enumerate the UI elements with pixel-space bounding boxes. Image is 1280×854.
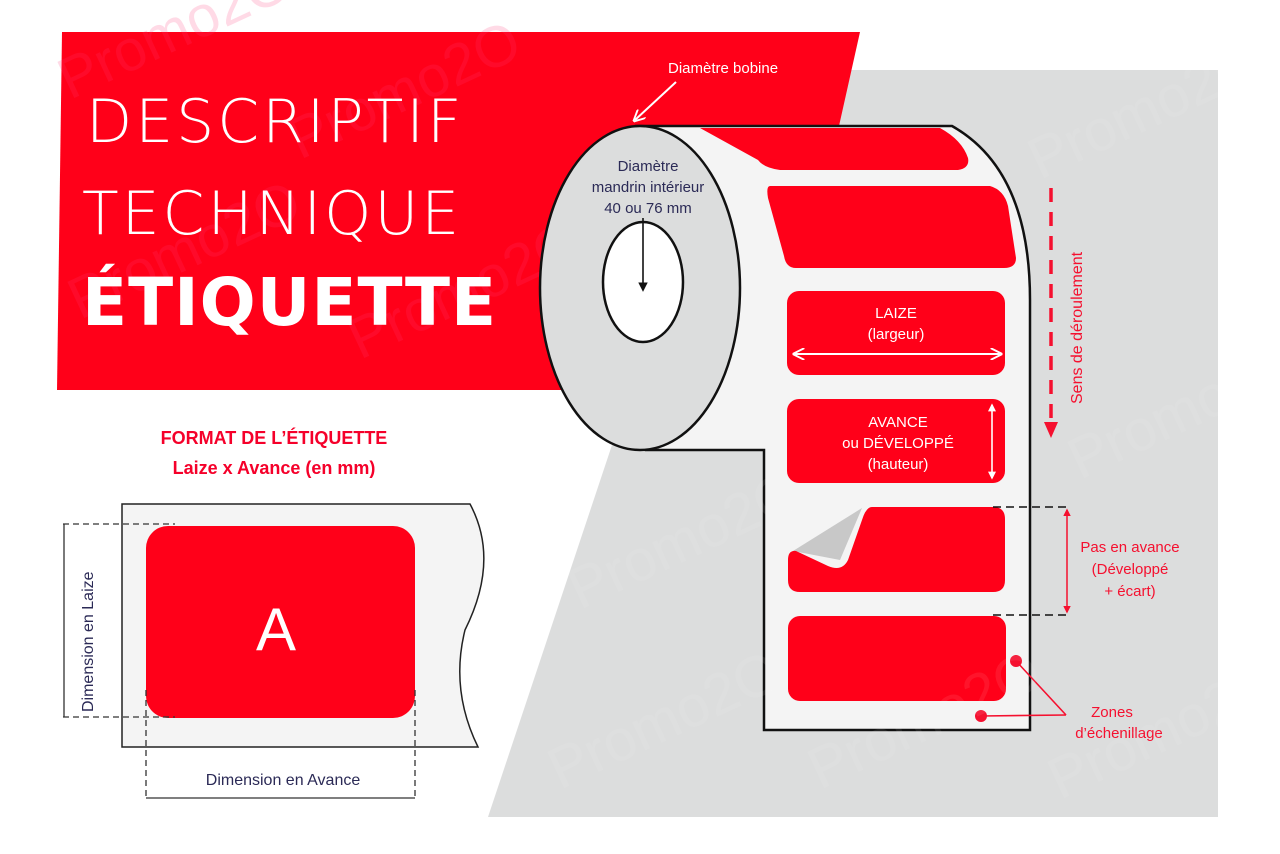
title-line-2: TECHNIQUE: [82, 179, 462, 249]
unwind-direction-label: Sens de déroulement: [1069, 251, 1086, 404]
format-label-letter: A: [256, 596, 296, 663]
title-line-1: DESCRIPTIF: [86, 87, 465, 157]
waste-zone-leader-1: [1015, 660, 1067, 716]
avance-sub1-text: ou DÉVELOPPÉ: [842, 435, 954, 452]
title-line-3: ÉTIQUETTE: [82, 263, 497, 341]
pitch-label-line3: + écart): [1104, 583, 1155, 600]
waste-zone-label-line1: Zones: [1091, 704, 1133, 721]
avance-sub2-text: (hauteur): [868, 456, 929, 473]
pitch-label-line2: (Développé: [1092, 561, 1169, 578]
unwind-direction-arrowhead: [1044, 422, 1058, 438]
avance-label-sticker: [787, 399, 1005, 483]
format-heading-line1: FORMAT DE L’ÉTIQUETTE: [161, 427, 388, 448]
laize-dimension-label: Dimension en Laize: [80, 571, 97, 712]
peeled-label-sticker: [788, 507, 1005, 592]
pitch-label-line1: Pas en avance: [1080, 539, 1179, 556]
roll-top-label-2: [767, 186, 1016, 268]
format-heading-line2: Laize x Avance (en mm): [173, 458, 376, 478]
diameter-bobine-label: Diamètre bobine: [668, 60, 778, 77]
avance-label-text: AVANCE: [868, 414, 927, 431]
waste-zone-leader-2: [980, 714, 1067, 717]
core-label-line1: Diamètre: [618, 158, 679, 175]
bottom-label-sticker: [788, 616, 1006, 701]
laize-label-text: LAIZE: [875, 305, 917, 322]
core-label-line3: 40 ou 76 mm: [604, 200, 692, 217]
avance-dimension-label: Dimension en Avance: [206, 772, 361, 789]
roll-top-label-1: [700, 128, 969, 170]
format-label-sticker: [146, 526, 415, 718]
waste-zone-label-line2: d’échenillage: [1075, 725, 1163, 742]
laize-sub-text: (largeur): [868, 326, 925, 343]
core-label-line2: mandrin intérieur: [592, 179, 705, 196]
diameter-bobine-arrow: [635, 81, 677, 120]
peeled-label-backing: [793, 508, 862, 560]
